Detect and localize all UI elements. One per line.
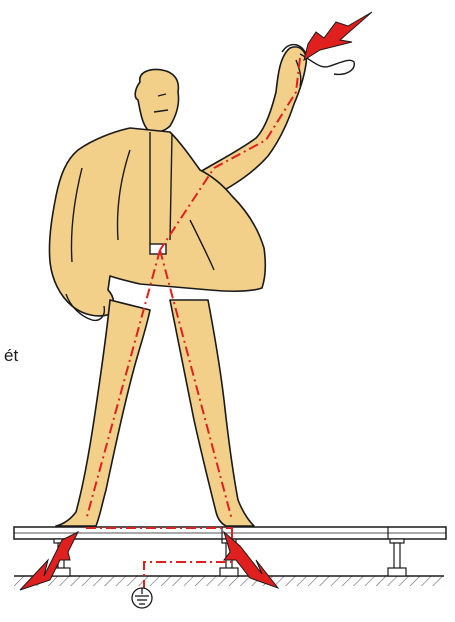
figure-left-leg <box>56 300 150 526</box>
lightning-arrow-icon-top <box>304 12 372 60</box>
figure-raised-arm <box>200 47 306 196</box>
ground-symbol-icon <box>132 588 152 608</box>
ground-base <box>14 576 444 586</box>
pedestal-right <box>388 539 406 576</box>
human-figure <box>49 47 306 526</box>
figure-head <box>135 70 178 133</box>
